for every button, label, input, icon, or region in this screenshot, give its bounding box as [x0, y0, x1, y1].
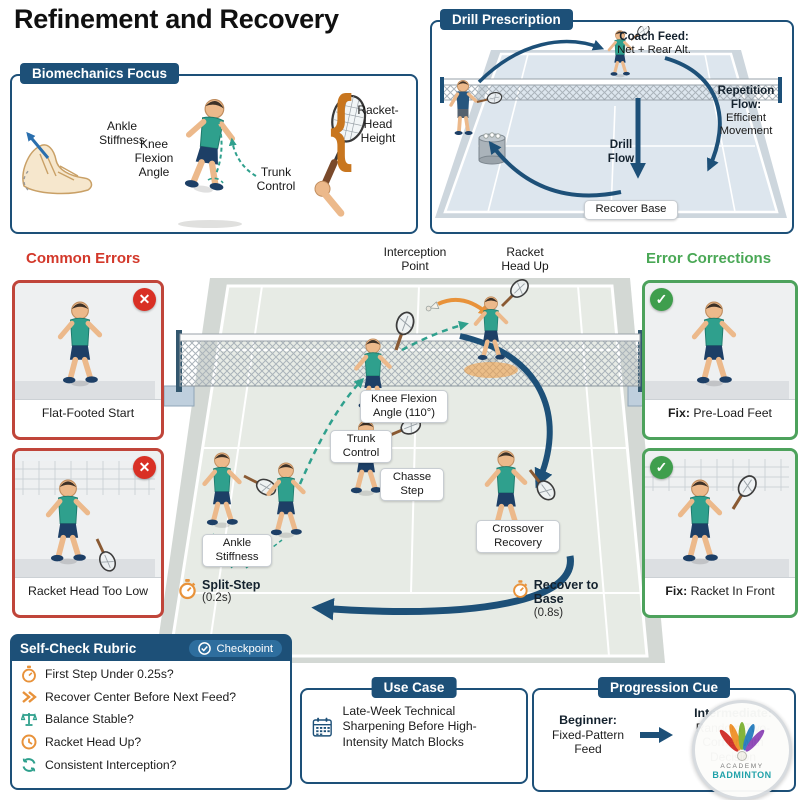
- use-case-header: Use Case: [371, 677, 457, 698]
- label-crossover-recovery: Crossover Recovery: [476, 520, 560, 554]
- split-step-timing: Split-Step (0.2s): [178, 578, 270, 606]
- recover-base-time: (0.8s): [533, 606, 564, 619]
- drill-header: Drill Prescription: [440, 9, 573, 30]
- recover-base-timing: Recover to Base (0.8s): [512, 578, 620, 620]
- label-racket-head-height: Racket-Head Height: [357, 103, 399, 145]
- check-icon: ✓: [650, 456, 673, 479]
- x-icon: ✕: [133, 288, 156, 311]
- label-drill-flow: Drill Flow: [607, 138, 635, 165]
- use-case-text: Late-Week Technical Sharpening Before Hi…: [342, 704, 477, 749]
- rubric-item: Recover Center Before Next Feed?: [12, 686, 290, 707]
- error-caption: Racket Head Too Low: [15, 577, 161, 605]
- logo-line2: BADMINTON: [712, 770, 772, 780]
- fix-card-racket-in-front: ✓ Fix: Racket In Front: [642, 448, 798, 618]
- rubric-item: Consistent Interception?: [12, 754, 290, 777]
- double-chevron-icon: [22, 690, 37, 703]
- check-icon: ✓: [650, 288, 673, 311]
- checkpoint-badge: Checkpoint: [189, 640, 282, 657]
- label-racket-head-up: Racket Head Up: [501, 245, 549, 273]
- label-interception-point: Interception Point: [383, 245, 447, 273]
- fix-caption: Fix: Racket In Front: [645, 577, 795, 605]
- self-check-rubric-panel: Self-Check Rubric Checkpoint First Step …: [10, 634, 292, 790]
- split-step-time: (0.2s): [202, 592, 232, 605]
- calendar-icon: [312, 717, 332, 737]
- label-trunk-control-bio: Trunk Control: [256, 165, 296, 193]
- biomechanics-panel: Biomechanics Focus: [10, 63, 418, 234]
- error-card-racket-low: ✕ Racket Head Too Low: [12, 448, 164, 618]
- rubric-header: Self-Check Rubric Checkpoint: [12, 636, 290, 661]
- progression-header: Progression Cue: [597, 677, 731, 698]
- check-circle-icon: [198, 642, 212, 655]
- fix-illustration: [645, 283, 789, 399]
- error-caption: Flat-Footed Start: [15, 399, 161, 427]
- rubric-item: Balance Stable?: [12, 707, 290, 730]
- arrow-right-icon: [640, 727, 673, 744]
- label-chasse-step: Chasse Step: [380, 468, 444, 502]
- split-step-label: Split-Step: [202, 578, 261, 592]
- rubric-title: Self-Check Rubric: [20, 641, 137, 656]
- fix-caption: Fix: Pre-Load Feet: [645, 399, 795, 427]
- bracket-glyph: {: [330, 79, 353, 174]
- label-knee-flexion-angle: Knee Flexion Angle (110°): [360, 390, 448, 424]
- common-errors-title: Common Errors: [26, 250, 141, 267]
- biomechanics-illustration: [22, 80, 367, 228]
- label-trunk-control: Trunk Control: [330, 430, 392, 464]
- logo-line1: ACADEMY: [720, 763, 764, 770]
- drill-court: [435, 26, 787, 218]
- error-corrections-title: Error Corrections: [646, 250, 772, 267]
- balance-scale-icon: [21, 712, 37, 726]
- label-ankle-stiffness: Ankle Stiffness: [202, 534, 272, 568]
- label-ankle-stiffness-bio: Ankle Stiffness: [99, 119, 145, 147]
- stopwatch-icon: [22, 665, 36, 683]
- label-repetition-flow: Repetition Flow: Efficient Movement: [717, 84, 775, 138]
- use-case-panel: Use Case Late-Week Technical Sharpening …: [300, 677, 528, 784]
- stopwatch-icon: [513, 580, 528, 598]
- label-coach-feed: Coach Feed: Net + Rear Alt.: [617, 30, 691, 56]
- error-card-flat-footed: ✕ Flat-Footed Start: [12, 280, 164, 440]
- rubric-item: Racket Head Up?: [12, 731, 290, 754]
- drill-prescription-panel: Drill Prescription: [430, 9, 794, 234]
- biomechanics-header: Biomechanics Focus: [20, 63, 180, 84]
- page-title: Refinement and Recovery: [14, 4, 339, 34]
- cycle-icon: [22, 758, 36, 773]
- clock-icon: [21, 734, 37, 750]
- academy-logo: ACADEMY BADMINTON: [692, 700, 792, 800]
- fix-card-preload-feet: ✓ Fix: Pre-Load Feet: [642, 280, 798, 440]
- stopwatch-icon: [179, 579, 196, 600]
- rubric-item: First Step Under 0.25s?: [12, 661, 290, 686]
- label-knee-flexion-bio: Knee Flexion Angle: [134, 137, 174, 179]
- label-recover-base: Recover Base: [584, 200, 678, 220]
- shuttlecock-feather-icon: [719, 722, 765, 761]
- error-illustration: [15, 283, 155, 399]
- x-icon: ✕: [133, 456, 156, 479]
- error-illustration: [15, 457, 155, 577]
- beginner-step: Beginner: Fixed-Pattern Feed: [551, 713, 625, 757]
- recover-base-label: Recover to Base: [533, 578, 599, 607]
